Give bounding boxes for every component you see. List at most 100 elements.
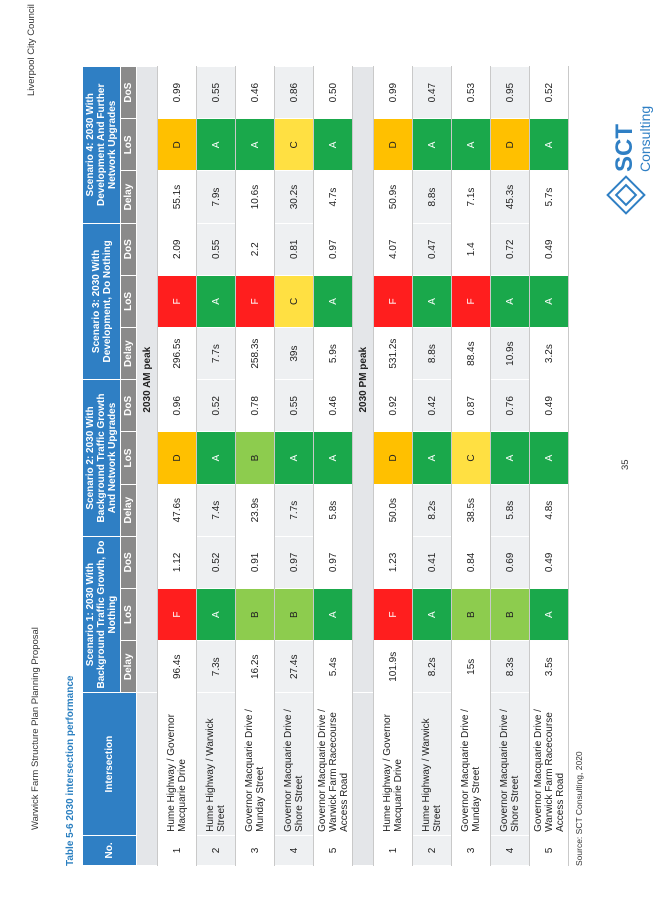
intersection-name: Governor Macquarie Drive / Munday Street <box>235 692 275 836</box>
los-cell: F <box>373 275 413 328</box>
delay-cell: 4.8s <box>529 484 569 537</box>
delay-cell: 50.0s <box>373 484 413 537</box>
los-cell: A <box>451 118 491 171</box>
dos-cell: 2.09 <box>157 223 197 276</box>
header-scenario-2: Scenario 2: 2030 With Background Traffic… <box>82 379 121 537</box>
dos-cell: 0.86 <box>274 66 314 119</box>
los-cell: A <box>313 118 353 171</box>
delay-cell: 45.3s <box>490 170 530 224</box>
los-cell: A <box>529 275 569 328</box>
delay-cell: 5.7s <box>529 170 569 224</box>
delay-cell: 3.5s <box>529 640 569 693</box>
los-cell: A <box>274 431 314 485</box>
delay-cell: 8.8s <box>412 170 452 224</box>
logo-subtitle: Consulting <box>637 106 653 172</box>
delay-cell: 5.8s <box>490 484 530 537</box>
dos-cell: 0.81 <box>274 223 314 276</box>
delay-cell: 47.6s <box>157 484 197 537</box>
delay-cell: 3.2s <box>529 327 569 380</box>
delay-cell: 531.2s <box>373 327 413 380</box>
delay-cell: 7.1s <box>451 170 491 224</box>
dos-cell: 0.49 <box>529 379 569 432</box>
dos-cell: 0.47 <box>412 66 452 119</box>
dos-cell: 0.41 <box>412 536 452 589</box>
delay-cell: 15s <box>451 640 491 693</box>
dos-cell: 0.87 <box>451 379 491 432</box>
delay-cell: 5.8s <box>313 484 353 537</box>
los-cell: D <box>157 431 197 485</box>
dos-cell: 0.55 <box>196 223 236 276</box>
subheader-los: LoS <box>120 431 137 485</box>
row-number: 5 <box>529 835 569 866</box>
dos-cell: 0.52 <box>196 536 236 589</box>
delay-cell: 38.5s <box>451 484 491 537</box>
row-number: 3 <box>451 835 491 866</box>
subheader-delay: Delay <box>120 484 137 537</box>
dos-cell: 0.97 <box>313 223 353 276</box>
delay-cell: 7.7s <box>274 484 314 537</box>
dos-cell: 0.96 <box>157 379 197 432</box>
delay-cell: 7.4s <box>196 484 236 537</box>
dos-cell: 0.99 <box>157 66 197 119</box>
dos-cell: 4.07 <box>373 223 413 276</box>
council-name: Liverpool City Council <box>26 4 37 96</box>
subheader-delay: Delay <box>120 640 137 693</box>
los-cell: B <box>274 588 314 641</box>
delay-cell: 258.3s <box>235 327 275 380</box>
delay-cell: 7.3s <box>196 640 236 693</box>
delay-cell: 55.1s <box>157 170 197 224</box>
intersection-name: Hume Highway / Governor Macquarie Drive <box>373 692 413 836</box>
dos-cell: 0.84 <box>451 536 491 589</box>
dos-cell: 0.72 <box>490 223 530 276</box>
dos-cell: 0.52 <box>529 66 569 119</box>
dos-cell: 0.97 <box>313 536 353 589</box>
subheader-los: LoS <box>120 275 137 328</box>
los-cell: C <box>451 431 491 485</box>
los-cell: B <box>235 431 275 485</box>
delay-cell: 50.9s <box>373 170 413 224</box>
subheader-los: LoS <box>120 588 137 641</box>
los-cell: A <box>412 275 452 328</box>
delay-cell: 10.9s <box>490 327 530 380</box>
dos-cell: 0.50 <box>313 66 353 119</box>
delay-cell: 8.2s <box>412 640 452 693</box>
los-cell: F <box>157 275 197 328</box>
delay-cell: 16.2s <box>235 640 275 693</box>
diamond-logo-icon: SCT Consulting <box>606 106 653 215</box>
los-cell: D <box>373 118 413 171</box>
document-title: Warwick Farm Structure Plan Planning Pro… <box>30 627 41 830</box>
delay-cell: 30.2s <box>274 170 314 224</box>
dos-cell: 0.92 <box>373 379 413 432</box>
intersection-name: Governor Macquarie Drive / Shore Street <box>274 692 314 836</box>
dos-cell: 0.52 <box>196 379 236 432</box>
los-cell: A <box>196 431 236 485</box>
los-cell: A <box>313 275 353 328</box>
delay-cell: 5.9s <box>313 327 353 380</box>
source-note: Source: SCT Consulting, 2020 <box>574 751 584 866</box>
delay-cell: 23.9s <box>235 484 275 537</box>
row-number: 4 <box>274 835 314 866</box>
delay-cell: 101.9s <box>373 640 413 693</box>
intersection-name: Governor Macquarie Drive / Shore Street <box>490 692 530 836</box>
delay-cell: 88.4s <box>451 327 491 380</box>
intersection-name: Governor Macquarie Drive / Warwick Farm … <box>529 692 569 836</box>
dos-cell: 0.46 <box>235 66 275 119</box>
row-number: 5 <box>313 835 353 866</box>
subheader-delay: Delay <box>120 170 137 224</box>
delay-cell: 7.9s <box>196 170 236 224</box>
los-cell: A <box>412 118 452 171</box>
los-cell: A <box>196 275 236 328</box>
table-caption: Table 5-6 2030 intersection performance <box>65 675 76 866</box>
delay-cell: 296.5s <box>157 327 197 380</box>
los-cell: F <box>451 275 491 328</box>
dos-cell: 1.12 <box>157 536 197 589</box>
dos-cell: 0.42 <box>412 379 452 432</box>
intersection-name: Hume Highway / Warwick Street <box>196 692 236 836</box>
los-cell: B <box>490 588 530 641</box>
header-scenario-1: Scenario 1: 2030 With Background Traffic… <box>82 536 121 693</box>
